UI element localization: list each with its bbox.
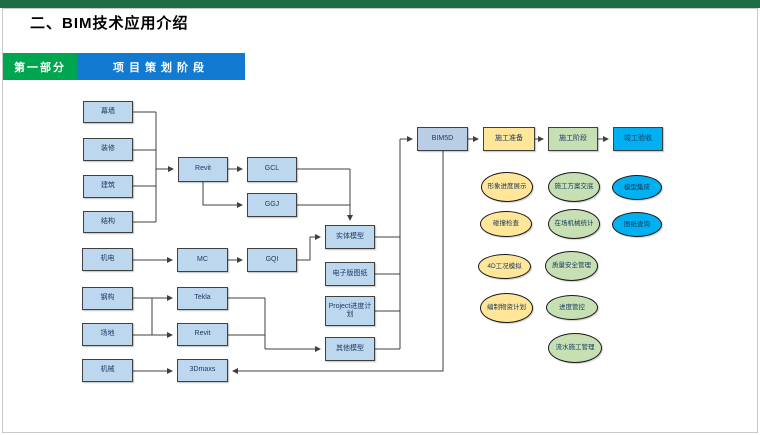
banner-part-label: 第一部分 <box>3 53 77 80</box>
ellipse-flow-construction: 流水施工管理 <box>548 333 602 363</box>
node-project-schedule: Project进度计划 <box>325 296 375 326</box>
ellipse-material-plan: 编制物资计划 <box>480 293 533 323</box>
ellipse-machinery-statistics: 在场机械统计 <box>548 209 600 239</box>
node-structure: 结构 <box>83 211 133 233</box>
ellipse-quality-safety: 质量安全管理 <box>545 251 598 281</box>
node-decoration: 装修 <box>83 138 133 161</box>
ellipse-4d-simulation: 4D工况模拟 <box>478 254 531 279</box>
ellipse-model-integration: 模型集成 <box>612 175 662 200</box>
node-revit-1: Revit <box>178 157 228 182</box>
node-mep: 机电 <box>82 248 133 271</box>
node-steel-structure: 钢构 <box>82 287 133 310</box>
node-bim5d: BIM5D <box>417 127 468 151</box>
ellipse-progress-display: 形象进度展示 <box>481 172 533 202</box>
node-tekla: Tekla <box>177 287 228 310</box>
ellipse-plan-disclosure: 施工方案交底 <box>548 172 600 202</box>
node-other-models: 其他模型 <box>325 337 375 361</box>
ellipse-schedule-control: 进度管控 <box>546 295 598 320</box>
node-mc: MC <box>177 248 228 272</box>
node-site: 场地 <box>82 323 133 346</box>
node-completion-acceptance: 竣工验收 <box>613 127 663 151</box>
node-machinery: 机械 <box>82 359 133 382</box>
slide-frame <box>2 8 758 433</box>
node-ggj: GGJ <box>247 193 297 217</box>
section-banner: 第一部分 项目策划阶段 <box>3 53 245 80</box>
node-construction-prep: 施工准备 <box>483 127 535 151</box>
node-solid-model: 实体模型 <box>325 225 375 249</box>
node-construction-stage: 施工阶段 <box>548 127 598 151</box>
node-curtain-wall: 幕墙 <box>83 101 133 123</box>
node-architecture: 建筑 <box>83 175 133 198</box>
node-electronic-drawings: 电子版图纸 <box>325 262 375 286</box>
ellipse-drawing-query: 图纸查询 <box>612 212 662 237</box>
node-revit-2: Revit <box>177 323 228 346</box>
node-3dmaxs: 3Dmaxs <box>177 359 228 382</box>
ellipse-clash-check: 碰撞检查 <box>480 211 532 237</box>
top-accent-bar <box>0 0 760 8</box>
banner-stage-label: 项目策划阶段 <box>77 53 245 80</box>
node-gcl: GCL <box>247 157 297 182</box>
page-title: 二、BIM技术应用介绍 <box>30 15 189 32</box>
node-gqi: GQI <box>247 248 297 272</box>
